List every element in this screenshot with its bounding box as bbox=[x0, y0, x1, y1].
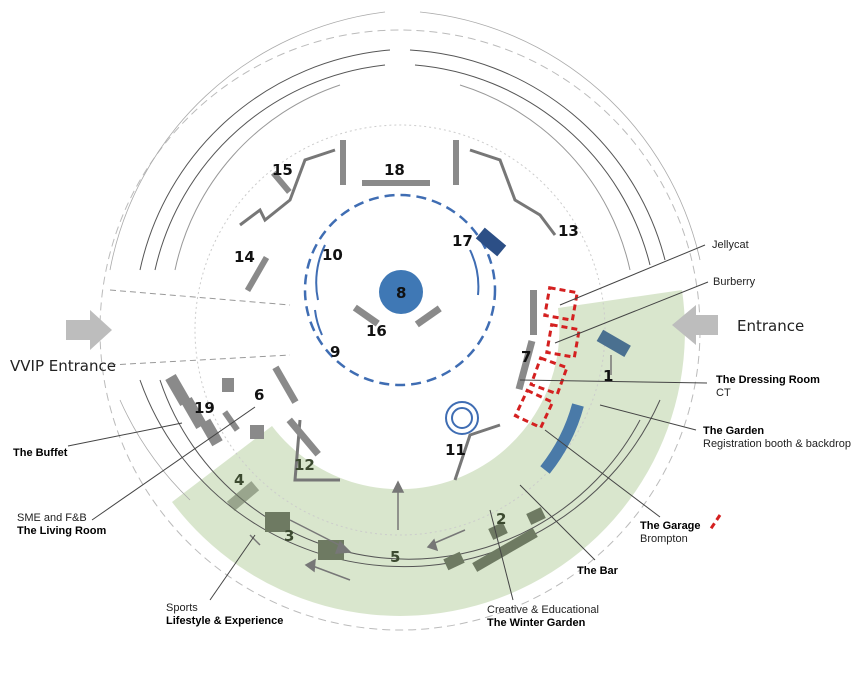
zone-9-dashed-circle bbox=[303, 193, 497, 387]
zone-8-stage bbox=[379, 270, 423, 314]
flow-arrows bbox=[249, 355, 612, 581]
building-outer-shell bbox=[109, 11, 701, 501]
building-walls bbox=[139, 49, 666, 568]
zone-number-9: 9 bbox=[330, 343, 340, 361]
callout-lifestyle: Sports Lifestyle & Experience bbox=[166, 602, 283, 628]
zone-number-14: 14 bbox=[234, 248, 255, 266]
zone-number-13: 13 bbox=[558, 222, 579, 240]
zone-17-block bbox=[475, 227, 507, 257]
axis-line bbox=[109, 354, 291, 366]
zone-number-19: 19 bbox=[194, 399, 215, 417]
callout-sub: Creative & Educational bbox=[487, 604, 599, 616]
zone-number-10: 10 bbox=[322, 246, 343, 264]
callout-sub: CT bbox=[716, 387, 731, 399]
zone-11-circle bbox=[445, 401, 479, 435]
callout-lines bbox=[67, 244, 709, 601]
backdrop-arc bbox=[540, 403, 584, 474]
callout-name: The Garden bbox=[703, 425, 765, 437]
callout-sub: Sports bbox=[166, 602, 198, 614]
zone-number-16: 16 bbox=[366, 322, 387, 340]
zone-number-8: 8 bbox=[396, 284, 406, 302]
registration-booth bbox=[596, 329, 631, 358]
green-zone bbox=[172, 290, 685, 616]
callout-garden: The Garden Registration booth & backdrop bbox=[703, 425, 851, 451]
callout-dressing-room: The Dressing Room CT bbox=[716, 374, 820, 400]
callout-buffet: The Buffet bbox=[13, 447, 67, 460]
zone-number-6: 6 bbox=[254, 386, 264, 404]
zone-number-2: 2 bbox=[496, 510, 506, 528]
callout-name: Lifestyle & Experience bbox=[166, 615, 284, 627]
zone-number-15: 15 bbox=[272, 161, 293, 179]
zone-number-11: 11 bbox=[445, 441, 466, 459]
callout-burberry: Burberry bbox=[713, 276, 756, 288]
callout-name: The Winter Garden bbox=[487, 617, 586, 629]
vvip-entrance-arrow-icon bbox=[66, 310, 112, 350]
zone-number-17: 17 bbox=[452, 232, 473, 250]
callout-sub: Brompton bbox=[640, 533, 688, 545]
zone-number-7: 7 bbox=[521, 348, 531, 366]
callout-name: The Living Room bbox=[17, 525, 107, 537]
callout-winter-garden: Creative & Educational The Winter Garden bbox=[487, 604, 599, 630]
callout-name: The Bar bbox=[577, 565, 618, 577]
zone-number-4: 4 bbox=[234, 471, 244, 489]
callout-name: The Buffet bbox=[13, 447, 68, 459]
entrance-label: Entrance bbox=[737, 317, 805, 335]
zone-number-1: 1 bbox=[603, 367, 613, 385]
vvip-entrance-label: VVIP Entrance bbox=[10, 357, 116, 375]
callout-name: The Dressing Room bbox=[716, 374, 820, 386]
grey-blocks bbox=[165, 140, 537, 457]
zone-number-12: 12 bbox=[294, 456, 315, 474]
zone-number-5: 5 bbox=[390, 548, 400, 566]
callout-jellycat: Jellycat bbox=[712, 239, 749, 251]
callout-garage: The Garage Brompton bbox=[640, 520, 701, 546]
zone-number-3: 3 bbox=[284, 527, 294, 545]
callout-name: The Garage bbox=[640, 520, 701, 532]
callout-sub: SME and F&B bbox=[17, 512, 87, 524]
callout-living-room: SME and F&B The Living Room bbox=[17, 512, 106, 538]
block-18 bbox=[362, 180, 430, 186]
zone-number-18: 18 bbox=[384, 161, 405, 179]
inner-rooms bbox=[239, 148, 557, 482]
callout-bar: The Bar bbox=[577, 565, 618, 578]
zone-10-arc bbox=[315, 244, 326, 301]
entrance-arrow-icon bbox=[672, 305, 718, 345]
callout-sub: Registration booth & backdrop bbox=[703, 438, 851, 450]
axis-line bbox=[109, 289, 291, 306]
